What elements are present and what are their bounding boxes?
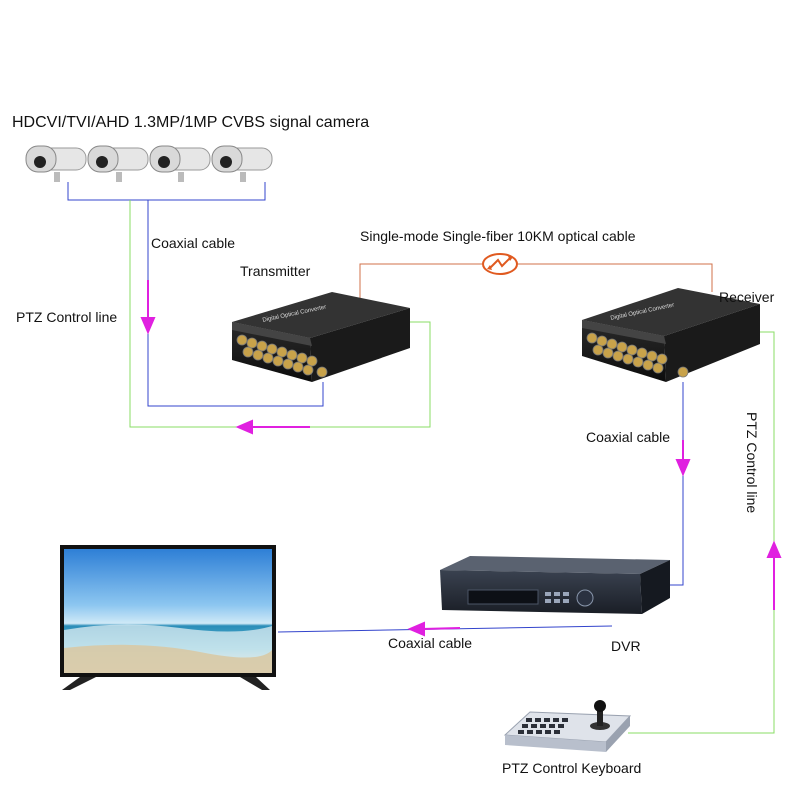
arrow-down-coax-left — [140, 280, 156, 335]
arrow-left-ptz-left — [235, 419, 310, 435]
receiver-device — [582, 288, 760, 382]
transmitter-label: Transmitter — [240, 263, 311, 279]
joystick-icon — [590, 700, 610, 730]
arrow-up-ptz-right — [766, 540, 782, 610]
fiber-connector-icon — [482, 253, 518, 275]
ptz-control-line-left-label: PTZ Control line — [16, 309, 118, 325]
ptz-control-line-right-label: PTZ Control line — [744, 412, 760, 514]
camera-array — [25, 145, 273, 182]
dvr-label: DVR — [611, 638, 641, 654]
camera-2-icon — [87, 145, 149, 182]
ptz-keyboard-label: PTZ Control Keyboard — [502, 760, 642, 776]
receiver-label: Receiver — [719, 289, 775, 305]
coaxial-cable-label-2: Coaxial cable — [586, 429, 671, 445]
optical-fiber-line — [359, 263, 713, 300]
arrow-left-coax-tv — [407, 621, 461, 637]
ptz-line-left — [129, 200, 431, 428]
camera-bus-line — [67, 182, 266, 201]
dvr-device — [440, 556, 670, 614]
camera-1-icon — [25, 145, 87, 182]
dvr-jog-dial-icon — [576, 589, 594, 607]
camera-3-icon — [149, 145, 211, 182]
optical-cable-label: Single-mode Single-fiber 10KM optical ca… — [360, 228, 636, 244]
tv-monitor — [60, 545, 276, 690]
transmitter-device — [232, 292, 410, 382]
ptz-line-right — [628, 331, 775, 734]
camera-title-label: HDCVI/TVI/AHD 1.3MP/1MP CVBS signal came… — [12, 114, 370, 131]
tv-stand-left — [62, 677, 96, 690]
signal-arrows — [140, 280, 782, 637]
coax-receiver-to-dvr — [670, 382, 684, 586]
coaxial-cable-label-3: Coaxial cable — [388, 635, 473, 651]
tv-stand-right — [240, 677, 270, 690]
ptz-keyboard-device — [503, 700, 632, 752]
camera-4-icon — [211, 145, 273, 182]
arrow-down-coax-right — [675, 440, 691, 477]
coaxial-cable-label-1: Coaxial cable — [151, 235, 236, 251]
